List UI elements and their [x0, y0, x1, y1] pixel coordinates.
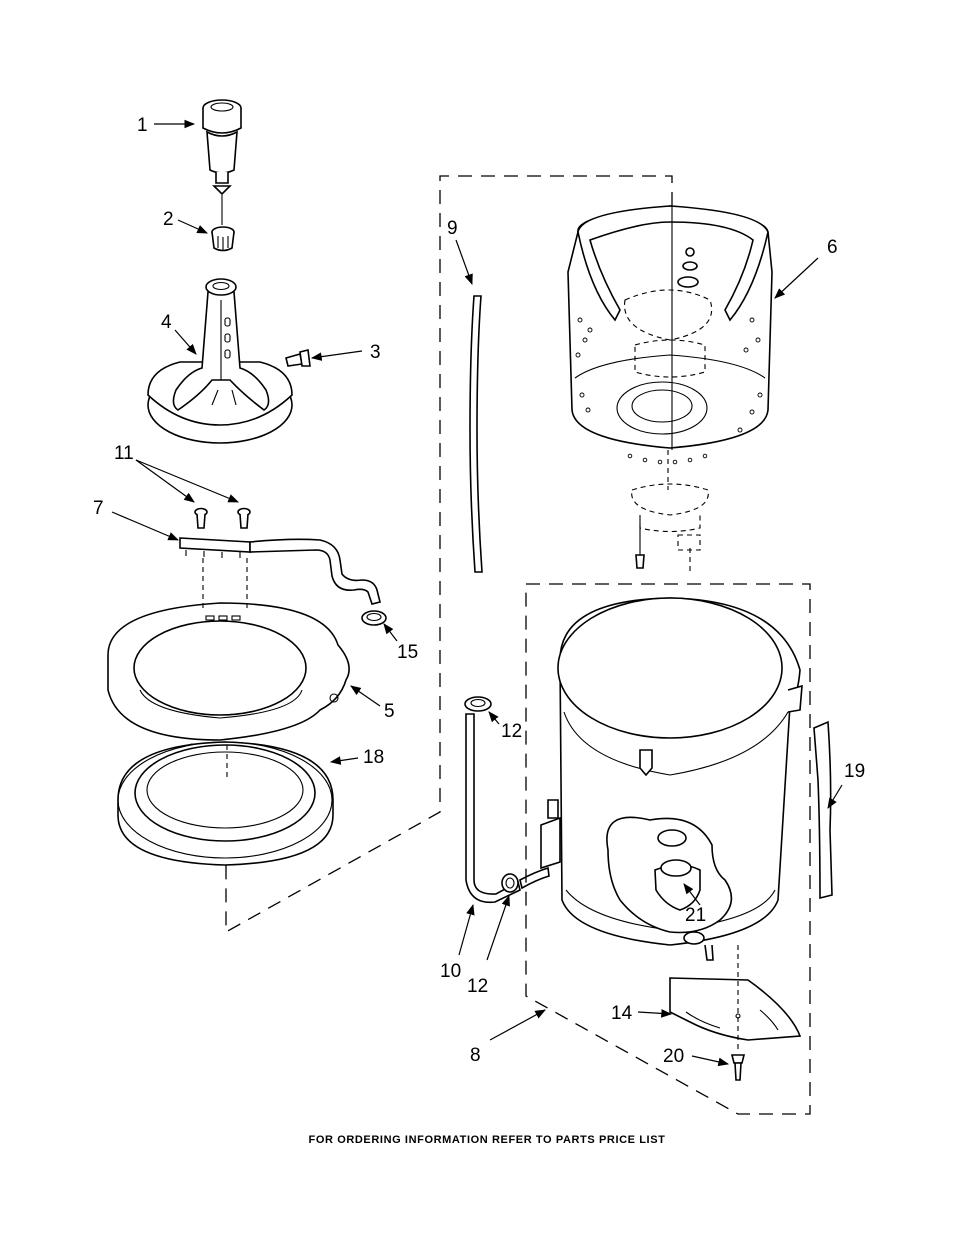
callout-8: 8 — [470, 1045, 481, 1066]
footer-note: FOR ORDERING INFORMATION REFER TO PARTS … — [309, 1134, 666, 1146]
part-screw-3 — [285, 349, 311, 367]
callout-21: 21 — [685, 905, 706, 926]
callout-6: 6 — [827, 237, 838, 258]
callout-14: 14 — [611, 1003, 633, 1024]
callout-7: 7 — [93, 498, 104, 519]
part-tub-seal-ring — [117, 741, 334, 866]
callout-12-upper: 12 — [501, 721, 522, 742]
part-screws-11 — [194, 507, 251, 529]
callout-9: 9 — [447, 218, 458, 239]
part-strip-19 — [813, 720, 833, 900]
assembly-guide-lines — [202, 175, 811, 1115]
callout-3: 3 — [370, 342, 381, 363]
part-coupling — [211, 195, 235, 252]
basket-holes — [575, 317, 763, 465]
callout-labels: 1 2 3 4 5 6 7 8 9 10 11 12 12 14 15 18 1… — [93, 115, 865, 1067]
part-hose-bracket — [179, 537, 381, 605]
part-agitator-cap — [202, 99, 242, 196]
part-screw-20 — [730, 1054, 746, 1081]
callout-4: 4 — [161, 312, 172, 333]
part-clamp-12-upper — [464, 696, 492, 712]
callout-19: 19 — [844, 761, 865, 782]
callout-20: 20 — [663, 1046, 684, 1067]
part-basket — [567, 205, 773, 575]
part-clamp-15 — [361, 610, 387, 626]
callout-1: 1 — [137, 115, 148, 136]
part-tub-ring — [107, 602, 350, 753]
callout-10: 10 — [440, 961, 461, 982]
part-agitator — [147, 278, 293, 444]
part-shield-14 — [669, 977, 802, 1041]
callout-12-lower: 12 — [467, 976, 488, 997]
callout-15: 15 — [397, 642, 418, 663]
part-clamp-12-lower — [501, 873, 519, 893]
part-outer-tub — [540, 597, 803, 961]
callout-5: 5 — [384, 701, 395, 722]
callout-18: 18 — [363, 747, 384, 768]
part-hose-9 — [469, 295, 483, 573]
leader-lines — [111, 119, 843, 1067]
callout-11: 11 — [114, 443, 134, 464]
callout-2: 2 — [163, 209, 174, 230]
